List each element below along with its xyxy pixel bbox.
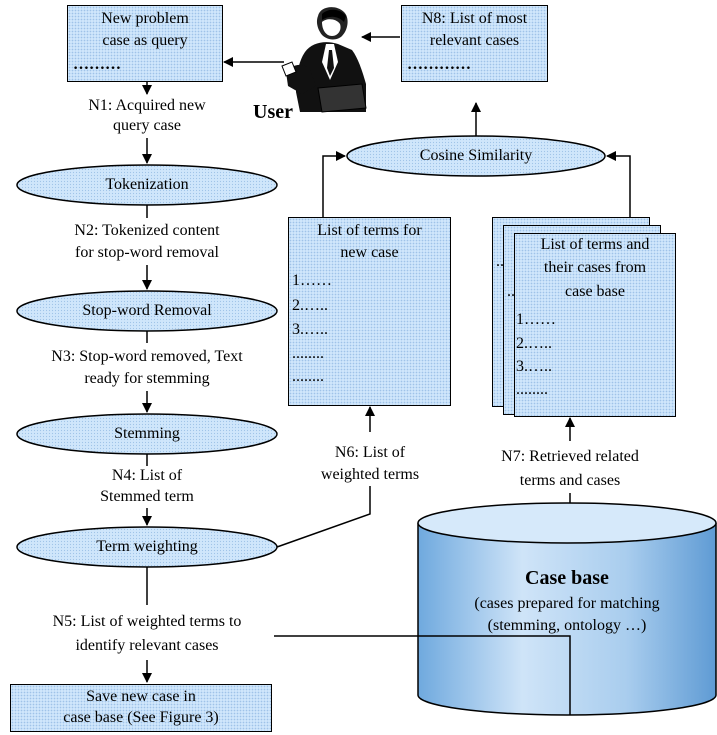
terms-new-title-line1: List of terms for [317,222,422,239]
case-base-line1: (cases prepared for matching [474,595,660,612]
n8-line2: relevant cases [429,32,520,49]
save-case-box [10,684,272,732]
n7-label-line2: terms and cases [519,472,621,489]
terms-cases-item-3: 3.….. [516,358,552,375]
n8-result-box [401,5,548,82]
line-n5-to-case-base [274,635,571,715]
n4-label-line2: Stemmed term [100,488,194,505]
query-case-box [67,5,223,82]
line-term-weighting-to-n6 [276,486,371,548]
query-case-line1: New problem [101,10,189,27]
terms-cases-item-2: 2.….. [516,335,552,352]
stopword-removal-label: Stop-word Removal [82,302,212,319]
save-case-line2: case base (See Figure 3) [63,709,219,726]
n1-label-line1: N1: Acquired new [88,97,206,114]
n3-label-line1: N3: Stop-word removed, Text [51,348,243,365]
tokenization-label: Tokenization [105,176,189,193]
cosine-similarity-label: Cosine Similarity [419,147,533,164]
n4-label-line1: N4: List of [111,467,183,484]
n2-label-line2: for stop-word removal [75,244,219,261]
terms-new-title-line2: new case [340,244,399,261]
terms-cases-title-line2: their cases from [543,259,647,276]
n6-label-line1: N6: List of [334,444,406,461]
terms-new-item-2: 2.….. [292,297,328,314]
n8-dots: ………… [407,56,471,73]
n5-label-line1: N5: List of weighted terms to [52,613,242,630]
terms-cases-item-4: ........ [516,381,548,398]
user-label: User [253,101,293,123]
case-base-line2: (stemming, ontology …) [487,617,647,634]
terms-new-case-box [288,217,451,406]
arrow-terms-cases-to-cosine [606,151,631,217]
user-figure-icon [281,7,367,113]
case-base-title: Case base [525,567,609,589]
n7-label-line1: N7: Retrieved related [501,448,639,465]
query-case-dots: ……… [73,56,121,73]
term-weighting-label: Term weighting [96,538,198,555]
terms-new-item-4: ........ [292,345,324,362]
terms-cases-title-line3: case base [565,283,625,300]
terms-cases-item-1: 1…… [516,311,556,328]
terms-new-item-1: 1…… [292,272,332,289]
save-case-line1: Save new case in [86,688,196,705]
terms-new-item-3: 3.….. [292,321,328,338]
terms-new-item-5: ........ [292,368,324,385]
case-base-cylinder [417,502,717,716]
n2-label-line1: N2: Tokenized content [74,222,220,239]
terms-cases-title-line1: List of terms and [540,236,650,253]
n5-label-line2: identify relevant cases [75,637,219,654]
query-case-line2: case as query [102,32,188,49]
terms-cases-back-dots-2: .. [507,283,515,300]
terms-cases-back-dots-1: .. [496,253,504,270]
n1-label-line2: query case [113,117,181,134]
terms-cases-front-box [514,233,676,417]
arrow-terms-new-to-cosine [322,151,346,217]
n6-label-line2: weighted terms [320,466,420,483]
stemming-label: Stemming [114,425,180,442]
n3-label-line2: ready for stemming [84,370,210,387]
n8-line1: N8: List of most [421,10,528,27]
